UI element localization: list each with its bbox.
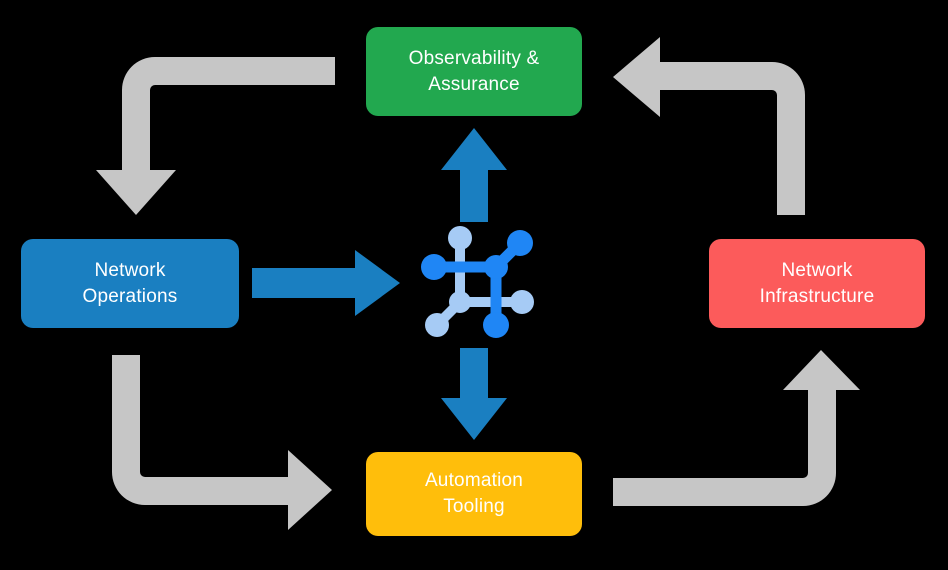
grey-arrow-automation-to-infrastructure xyxy=(613,350,860,506)
node-network-operations-label: Network Operations xyxy=(83,258,178,309)
node-automation-tooling-label-line1: Automation xyxy=(424,470,524,492)
grey-arrow-operations-to-automation xyxy=(112,355,332,530)
node-network-infrastructure-label-line2: Infrastructure xyxy=(759,285,875,307)
node-network-infrastructure-label: Network Infrastructure xyxy=(760,258,875,309)
blue-arrow-center-to-observability xyxy=(441,128,507,222)
node-observability-and-assurance[interactable]: Observability & Assurance xyxy=(366,27,582,116)
grey-arrow-infrastructure-to-observability xyxy=(613,37,805,215)
node-observability-label-line1: Observability & xyxy=(408,47,540,69)
grey-arrow-observability-to-operations xyxy=(96,57,335,215)
network-topology-icon xyxy=(421,226,534,338)
blue-arrow-operations-to-center xyxy=(252,250,400,316)
node-automation-tooling-label-line2: Tooling xyxy=(443,496,505,517)
node-automation-tooling[interactable]: Automation Tooling xyxy=(366,452,582,536)
node-automation-tooling-label: Automation Tooling xyxy=(425,468,523,519)
node-network-infrastructure-label-line1: Network xyxy=(781,259,853,281)
node-network-operations[interactable]: Network Operations xyxy=(21,239,239,328)
node-observability-label: Observability & Assurance xyxy=(409,46,540,97)
node-network-infrastructure[interactable]: Network Infrastructure xyxy=(709,239,925,328)
node-network-operations-label-line2: Operations xyxy=(82,285,178,307)
blue-arrow-center-to-automation xyxy=(441,348,507,440)
node-observability-label-line2: Assurance xyxy=(428,73,520,95)
node-network-operations-label-line1: Network xyxy=(94,259,166,281)
